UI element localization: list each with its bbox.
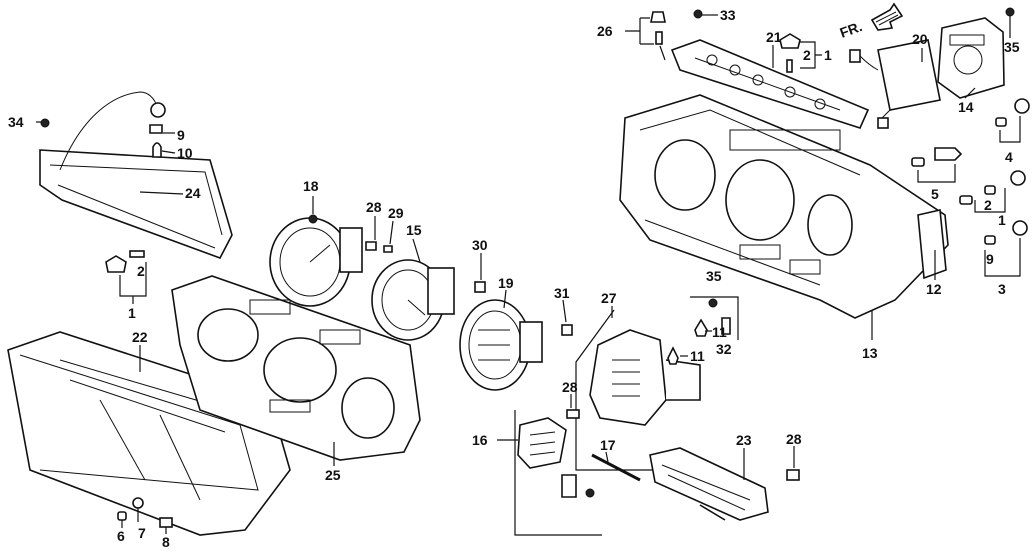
callout-1: 1 <box>128 305 136 321</box>
callout-26: 26 <box>597 23 613 39</box>
leader-26-line <box>659 45 666 61</box>
connector-housing-14 <box>937 17 1005 99</box>
leader-31 <box>562 299 567 323</box>
bulb-harness-bar <box>39 91 233 259</box>
circuit-board-20 <box>849 39 941 129</box>
bracket-16 <box>514 410 602 536</box>
callout-2: 2 <box>984 197 992 213</box>
callout-1: 1 <box>998 212 1006 228</box>
callout-27: 27 <box>601 290 617 306</box>
bracket-26 <box>625 17 654 45</box>
bracket-1b <box>800 41 822 69</box>
callout-31: 31 <box>554 285 570 301</box>
bracket-5 <box>917 164 956 183</box>
switch-16 <box>517 417 567 469</box>
callout-17: 17 <box>600 437 616 453</box>
callout-20: 20 <box>912 31 928 47</box>
callout-3: 3 <box>998 281 1006 297</box>
callout-2: 2 <box>137 263 145 279</box>
screw-28c <box>786 469 800 481</box>
callout-14: 14 <box>958 99 974 115</box>
bulb-socket-top <box>779 33 801 73</box>
callout-24: 24 <box>185 185 201 201</box>
front-direction-arrow-icon <box>870 2 904 31</box>
callout-labels: 34 9 10 24 2 1 22 6 7 8 18 28 29 15 30 1… <box>8 7 1020 550</box>
printed-circuit-21 <box>670 39 870 129</box>
leader-15 <box>412 238 421 263</box>
direction-label: FR. <box>838 18 865 41</box>
callout-8: 8 <box>162 534 170 550</box>
screw-28b <box>566 409 580 419</box>
callout-23: 23 <box>736 432 752 448</box>
callout-11: 11 <box>690 348 705 364</box>
callout-25: 25 <box>325 467 341 483</box>
speedometer-15 <box>371 259 455 341</box>
leader-24 <box>139 191 184 195</box>
switch-bracket-parts <box>561 474 595 498</box>
bracket-35-32 <box>690 296 739 340</box>
leader-17 <box>605 451 609 463</box>
small-parts-11-32-35 <box>667 298 731 365</box>
screw-35-icon <box>1005 7 1015 17</box>
small-parts-6-7-8 <box>117 497 173 528</box>
bracket-1c <box>974 188 1006 213</box>
callout-7: 7 <box>138 525 146 541</box>
screw-31 <box>561 324 573 336</box>
callout-2: 2 <box>803 47 811 63</box>
meter-case-13 <box>619 94 949 319</box>
bulb-socket-left <box>105 250 145 273</box>
tachometer-19 <box>459 299 543 391</box>
callout-22: 22 <box>132 329 148 345</box>
callout-32: 32 <box>716 341 732 357</box>
screw-33-icon <box>693 9 703 19</box>
callout-9: 9 <box>986 251 994 267</box>
meter-bezel-panel <box>171 275 421 461</box>
callout-28: 28 <box>366 199 382 215</box>
callout-30: 30 <box>472 237 488 253</box>
rod-17 <box>591 453 641 482</box>
callout-9: 9 <box>177 127 185 143</box>
screw-30 <box>474 281 486 293</box>
callout-4: 4 <box>1005 149 1013 165</box>
leader-14 <box>964 87 976 99</box>
callout-28: 28 <box>786 431 802 447</box>
circuit-holder-27 <box>589 329 701 426</box>
callout-1: 1 <box>824 47 832 63</box>
callout-35: 35 <box>706 268 722 284</box>
callout-16: 16 <box>472 432 488 448</box>
callout-12: 12 <box>926 281 942 297</box>
leader-29 <box>389 220 394 245</box>
callout-18: 18 <box>303 178 319 194</box>
callout-11: 11 <box>712 324 727 340</box>
screw-icon <box>40 118 50 128</box>
screws-28-29 <box>365 241 393 253</box>
bulbs-right <box>911 98 1030 245</box>
bracket-3 <box>984 238 1021 277</box>
leader-10 <box>161 150 176 154</box>
callout-6: 6 <box>117 528 125 544</box>
bracket-4 <box>999 116 1021 143</box>
leader-19 <box>503 289 507 309</box>
rheostat-23 <box>649 447 769 521</box>
callout-35: 35 <box>1004 39 1020 55</box>
callout-33: 33 <box>720 7 736 23</box>
callout-34: 34 <box>8 114 24 130</box>
gauge-18 <box>269 214 363 307</box>
callout-15: 15 <box>406 222 422 238</box>
callout-10: 10 <box>177 145 193 161</box>
callout-19: 19 <box>498 275 514 291</box>
callout-29: 29 <box>388 205 404 221</box>
callout-13: 13 <box>862 345 878 361</box>
callout-21: 21 <box>766 29 782 45</box>
bulb-26 <box>650 11 666 45</box>
callout-28: 28 <box>562 379 578 395</box>
callout-5: 5 <box>931 186 939 202</box>
